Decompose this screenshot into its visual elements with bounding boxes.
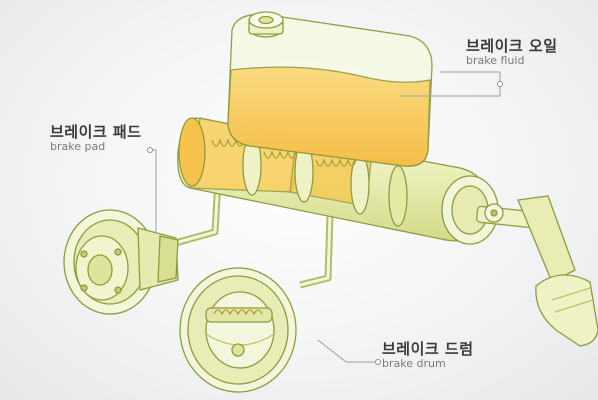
brake-pad-label-ko: 브레이크 패드 xyxy=(50,123,142,141)
drum-brake xyxy=(179,267,297,393)
leader-dot-drum xyxy=(375,359,381,365)
brake-drum-label-en: brake drum xyxy=(382,357,446,371)
brake-pedal xyxy=(476,195,598,347)
fluid-reservoir xyxy=(227,11,433,167)
brake-drum-label: 브레이크 드럼 brake drum xyxy=(382,340,474,371)
brake-drum-label-ko: 브레이크 드럼 xyxy=(382,340,474,358)
brake-pad-label: 브레이크 패드 brake pad xyxy=(50,123,142,154)
brake-fluid-label: 브레이크 오일 brake fluid xyxy=(466,37,558,68)
leader-dot-fluid xyxy=(497,81,503,87)
brake-fluid-label-en: brake fluid xyxy=(466,54,525,68)
brake-pad-label-en: brake pad xyxy=(50,140,106,154)
leader-dot-pad xyxy=(147,147,153,153)
brake-fluid-label-ko: 브레이크 오일 xyxy=(466,37,558,55)
disc-brake xyxy=(63,209,179,315)
